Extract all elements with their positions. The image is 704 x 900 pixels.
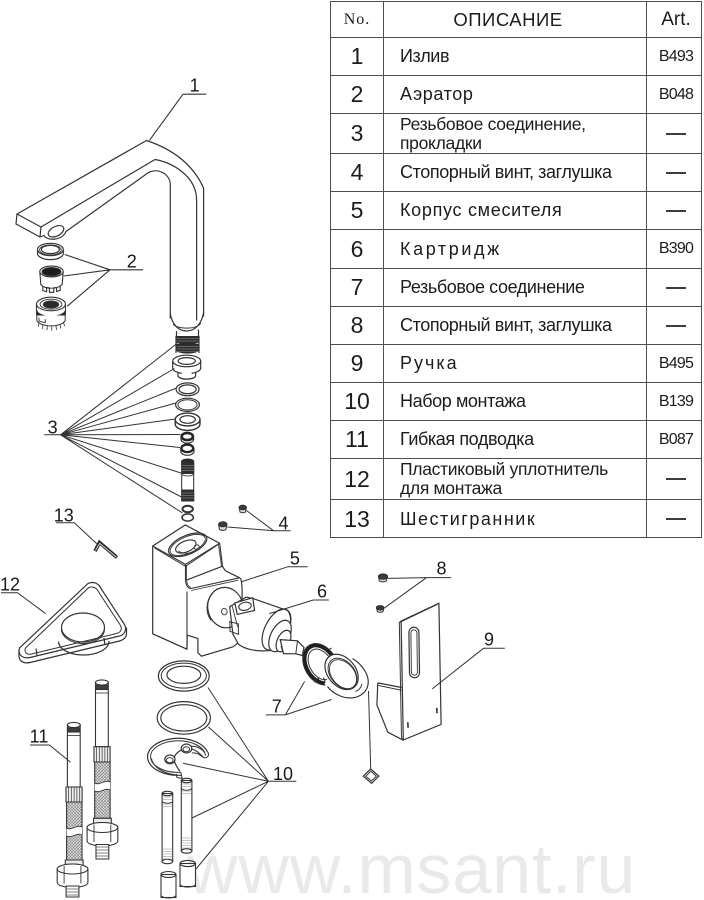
svg-text:4: 4 [278,514,288,534]
svg-text:5: 5 [290,549,300,569]
svg-text:11: 11 [30,727,49,747]
svg-text:7: 7 [272,697,282,717]
svg-text:3: 3 [48,418,58,438]
svg-text:12: 12 [0,575,20,595]
svg-text:2: 2 [127,251,137,271]
svg-text:13: 13 [54,506,74,526]
svg-text:1: 1 [190,76,200,96]
svg-text:10: 10 [273,764,293,784]
svg-text:6: 6 [317,582,327,602]
svg-text:8: 8 [436,559,446,579]
svg-text:9: 9 [484,630,494,650]
